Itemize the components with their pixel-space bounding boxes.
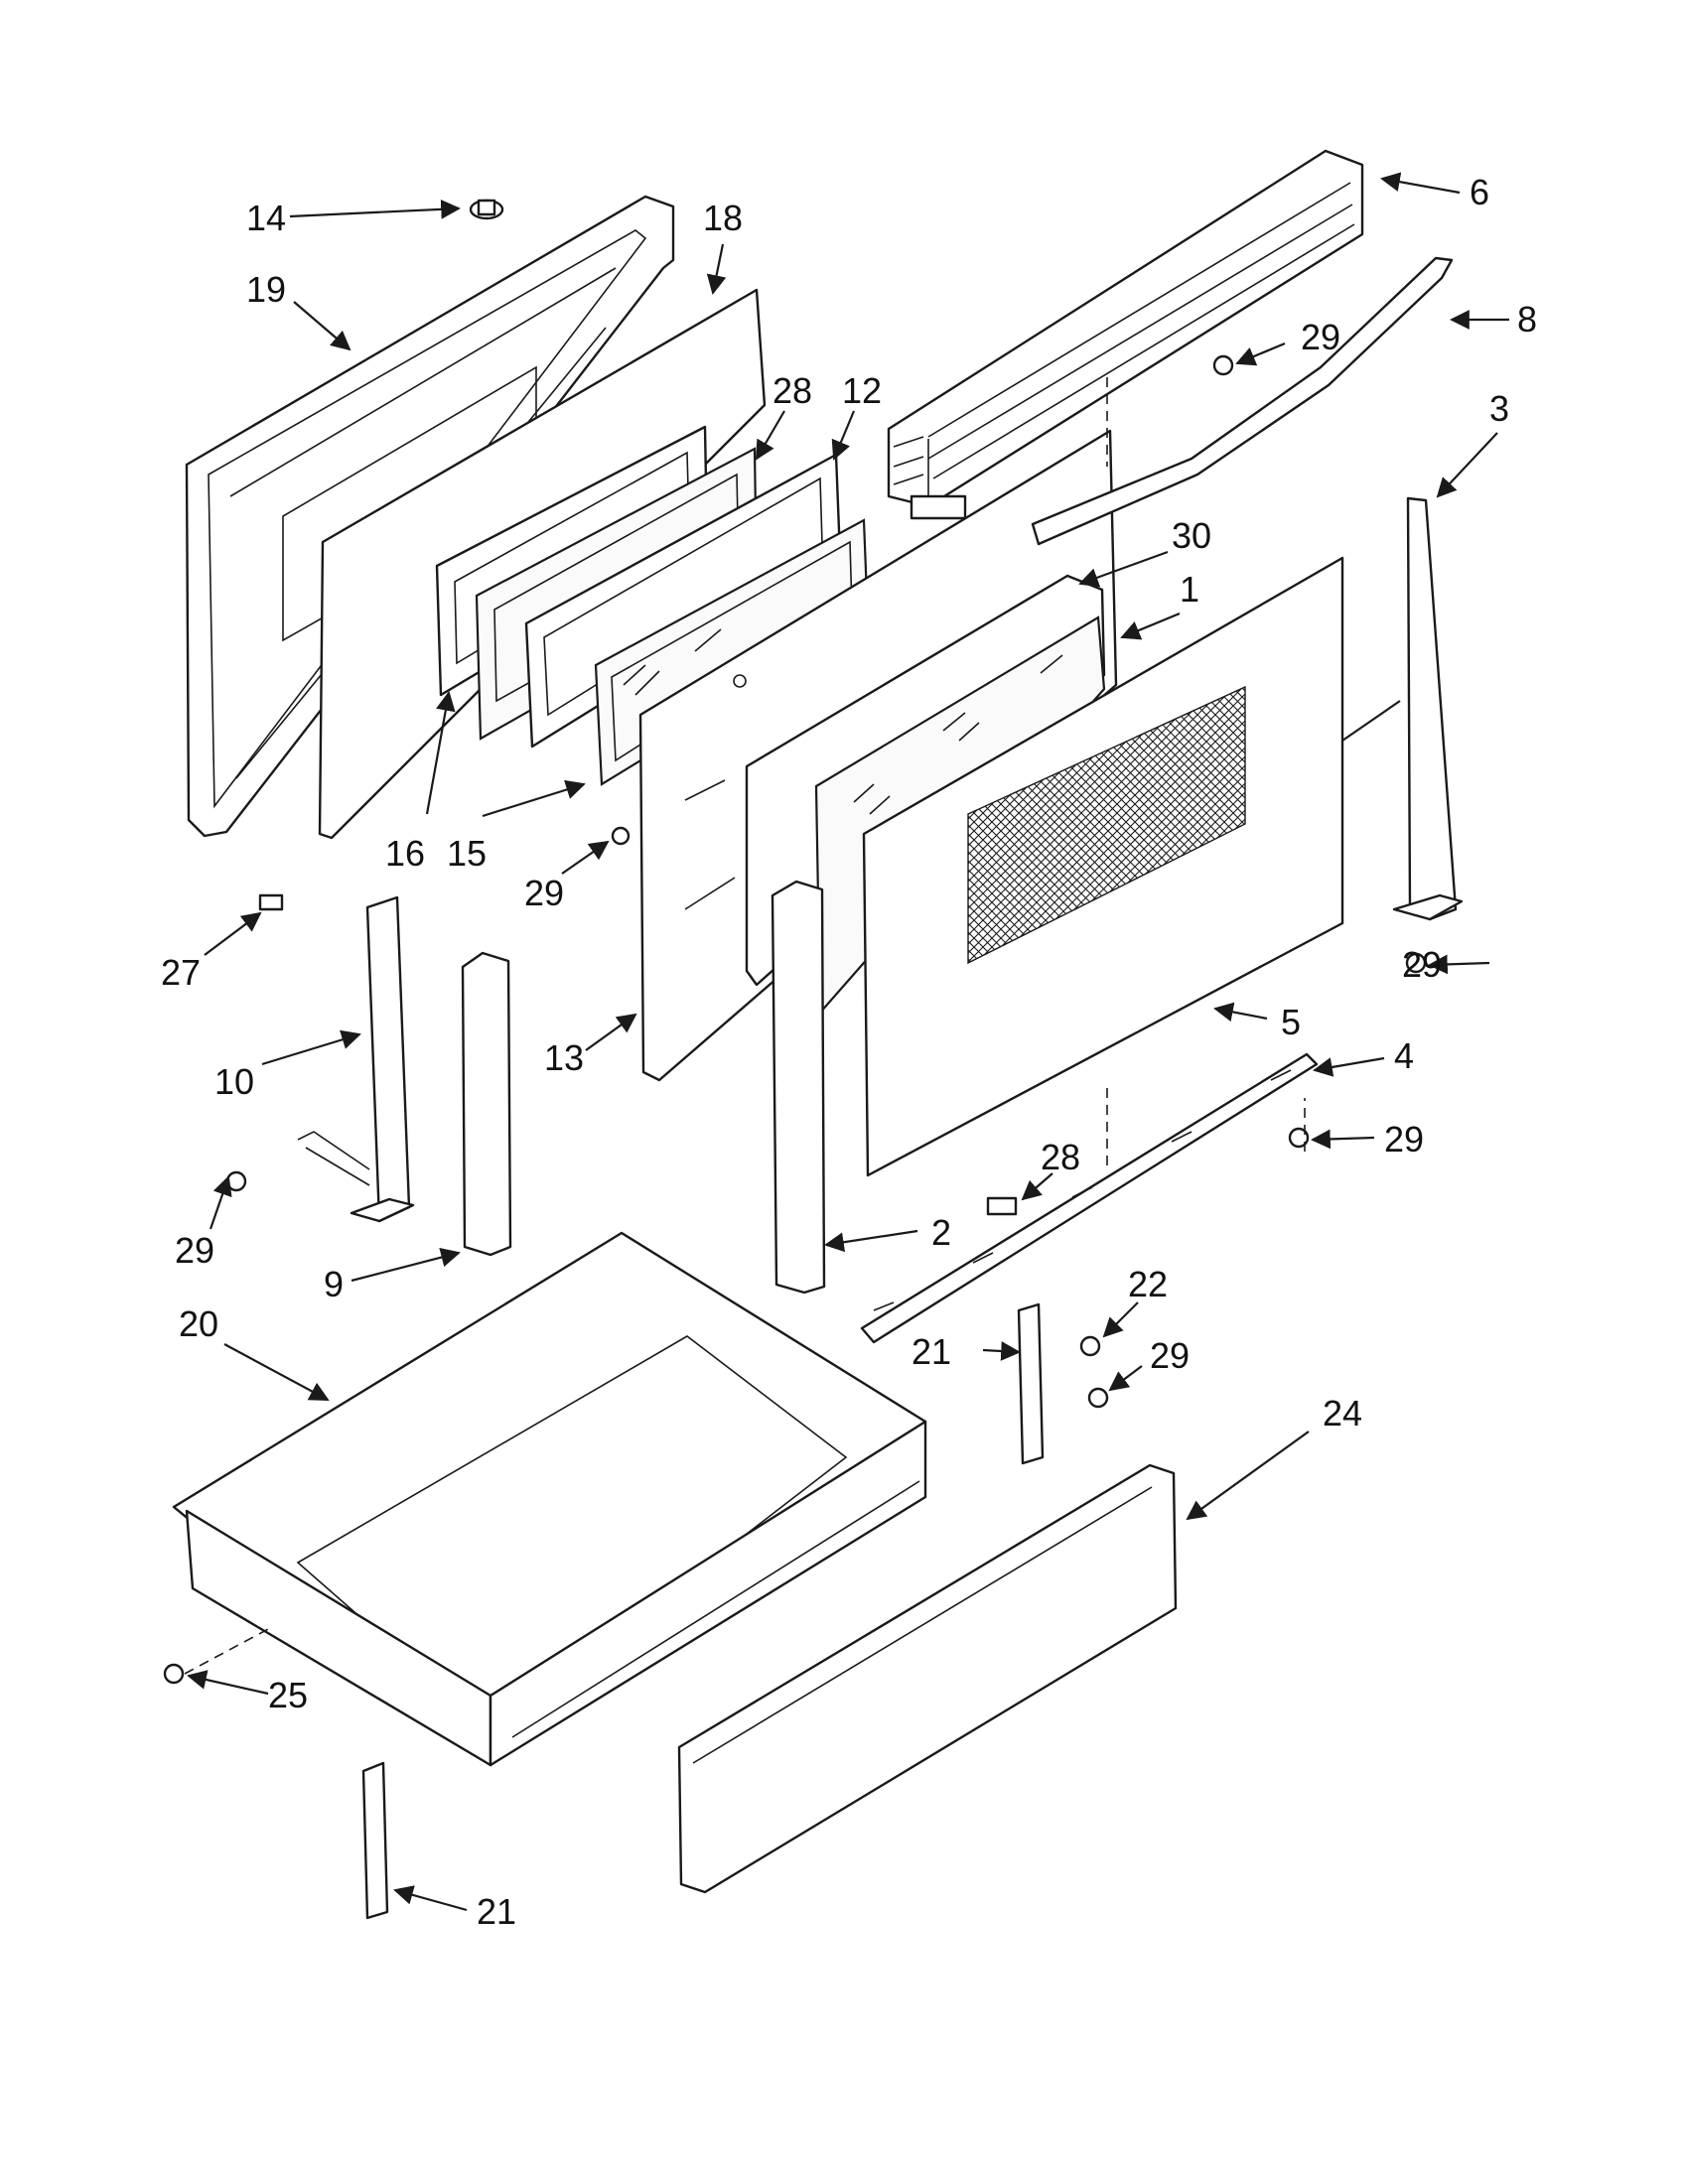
callout-29-control: 29 — [1301, 317, 1340, 357]
callout-15: 15 — [447, 833, 487, 874]
drawer-bracket-left — [361, 1761, 389, 1920]
callout-8: 8 — [1517, 299, 1537, 340]
left-filler-strip — [461, 951, 512, 1257]
callout-22: 22 — [1128, 1264, 1168, 1304]
left-side-trim — [297, 895, 415, 1223]
callout-30: 30 — [1172, 515, 1211, 556]
callout-27: 27 — [161, 952, 201, 993]
callout-3: 3 — [1489, 388, 1509, 429]
callout-18: 18 — [703, 198, 743, 238]
callout-25: 25 — [268, 1675, 308, 1715]
callout-21-right: 21 — [912, 1331, 951, 1372]
callout-9: 9 — [324, 1264, 344, 1304]
callout-6: 6 — [1470, 172, 1489, 212]
callout-5: 5 — [1281, 1002, 1301, 1042]
drawer-bracket-right — [1017, 1302, 1045, 1465]
callout-2: 2 — [931, 1212, 951, 1253]
callout-29-left: 29 — [175, 1230, 214, 1271]
callout-29-right: 29 — [1402, 944, 1442, 985]
door-handle-strip — [1031, 256, 1454, 546]
callout-4: 4 — [1394, 1035, 1414, 1076]
outer-door-panel — [862, 556, 1344, 1177]
callout-16: 16 — [385, 833, 425, 874]
callout-29-bracket: 29 — [1150, 1335, 1190, 1376]
callout-28-upper: 28 — [772, 370, 812, 411]
center-side-trim — [771, 880, 826, 1295]
callout-20: 20 — [179, 1303, 218, 1344]
drawer-front-panel — [677, 1463, 1178, 1894]
callout-19: 19 — [246, 269, 286, 310]
callout-29-door: 29 — [524, 873, 564, 913]
callout-28-lower: 28 — [1041, 1137, 1080, 1177]
callout-21-left: 21 — [477, 1891, 516, 1932]
callout-14: 14 — [246, 198, 286, 238]
callout-labels: 14 19 18 28 12 6 8 29 3 30 1 16 15 29 27… — [161, 172, 1537, 1932]
callout-29-rail: 29 — [1384, 1119, 1424, 1160]
callout-10: 10 — [214, 1061, 254, 1102]
storage-drawer-body — [172, 1231, 927, 1767]
callout-1: 1 — [1180, 569, 1199, 610]
alignment-lines — [184, 377, 1306, 1675]
callout-12: 12 — [842, 370, 882, 411]
callout-13: 13 — [544, 1037, 584, 1078]
right-side-trim — [1392, 496, 1464, 921]
callout-24: 24 — [1323, 1393, 1362, 1433]
control-panel-housing — [887, 149, 1364, 520]
leader-lines — [187, 172, 1509, 1912]
